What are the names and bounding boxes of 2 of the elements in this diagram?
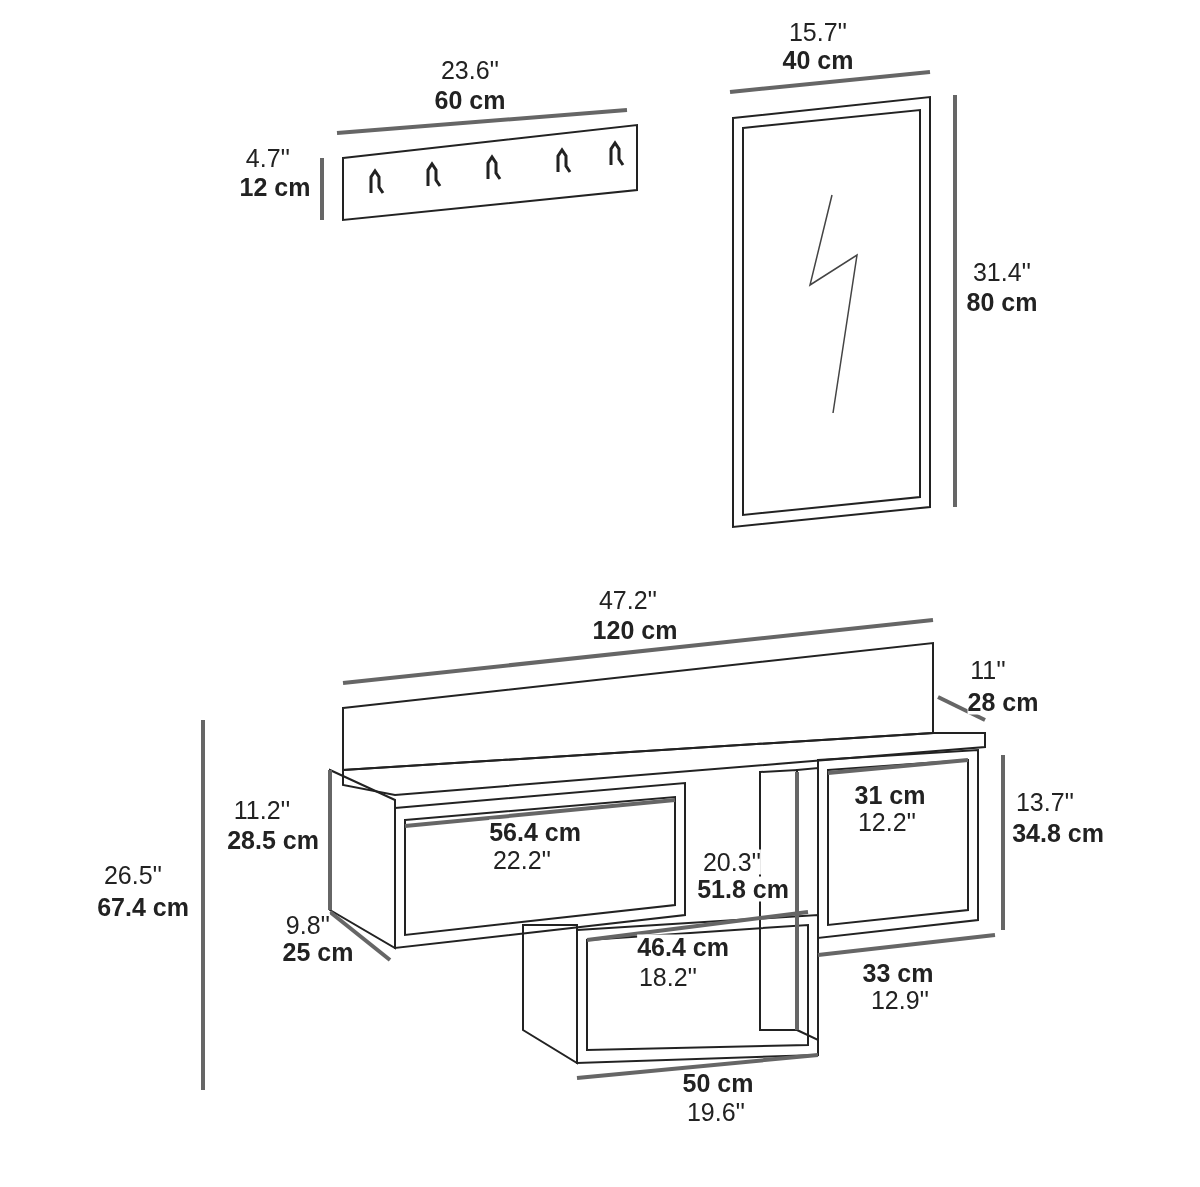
dimension-label: 51.8 cm bbox=[697, 876, 789, 902]
dimension-label: 20.3'' bbox=[702, 849, 762, 875]
